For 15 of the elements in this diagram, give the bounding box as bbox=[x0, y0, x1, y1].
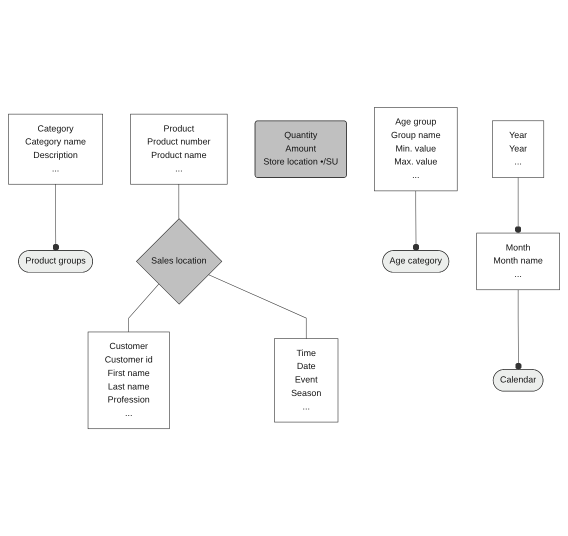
node-box: Time Date Event Season ... bbox=[274, 338, 338, 422]
connector bbox=[515, 289, 522, 370]
node-box: Month Month name ... bbox=[476, 232, 560, 290]
connector bbox=[52, 184, 60, 252]
connector bbox=[128, 284, 160, 332]
node-box: Category Category name Description ... bbox=[8, 114, 103, 184]
node-box: Year Year ... bbox=[492, 120, 544, 178]
node-box: Customer Customer id First name Last name Profession ... bbox=[88, 332, 170, 429]
node-diamond: Sales location bbox=[136, 218, 222, 304]
connector bbox=[514, 177, 522, 234]
connector bbox=[178, 184, 180, 219]
connector bbox=[412, 190, 420, 252]
node-box: Product Product number Product name ... bbox=[130, 114, 228, 184]
connector bbox=[208, 274, 306, 339]
node-box: Age group Group name Min. value Max. value ... bbox=[374, 107, 458, 192]
